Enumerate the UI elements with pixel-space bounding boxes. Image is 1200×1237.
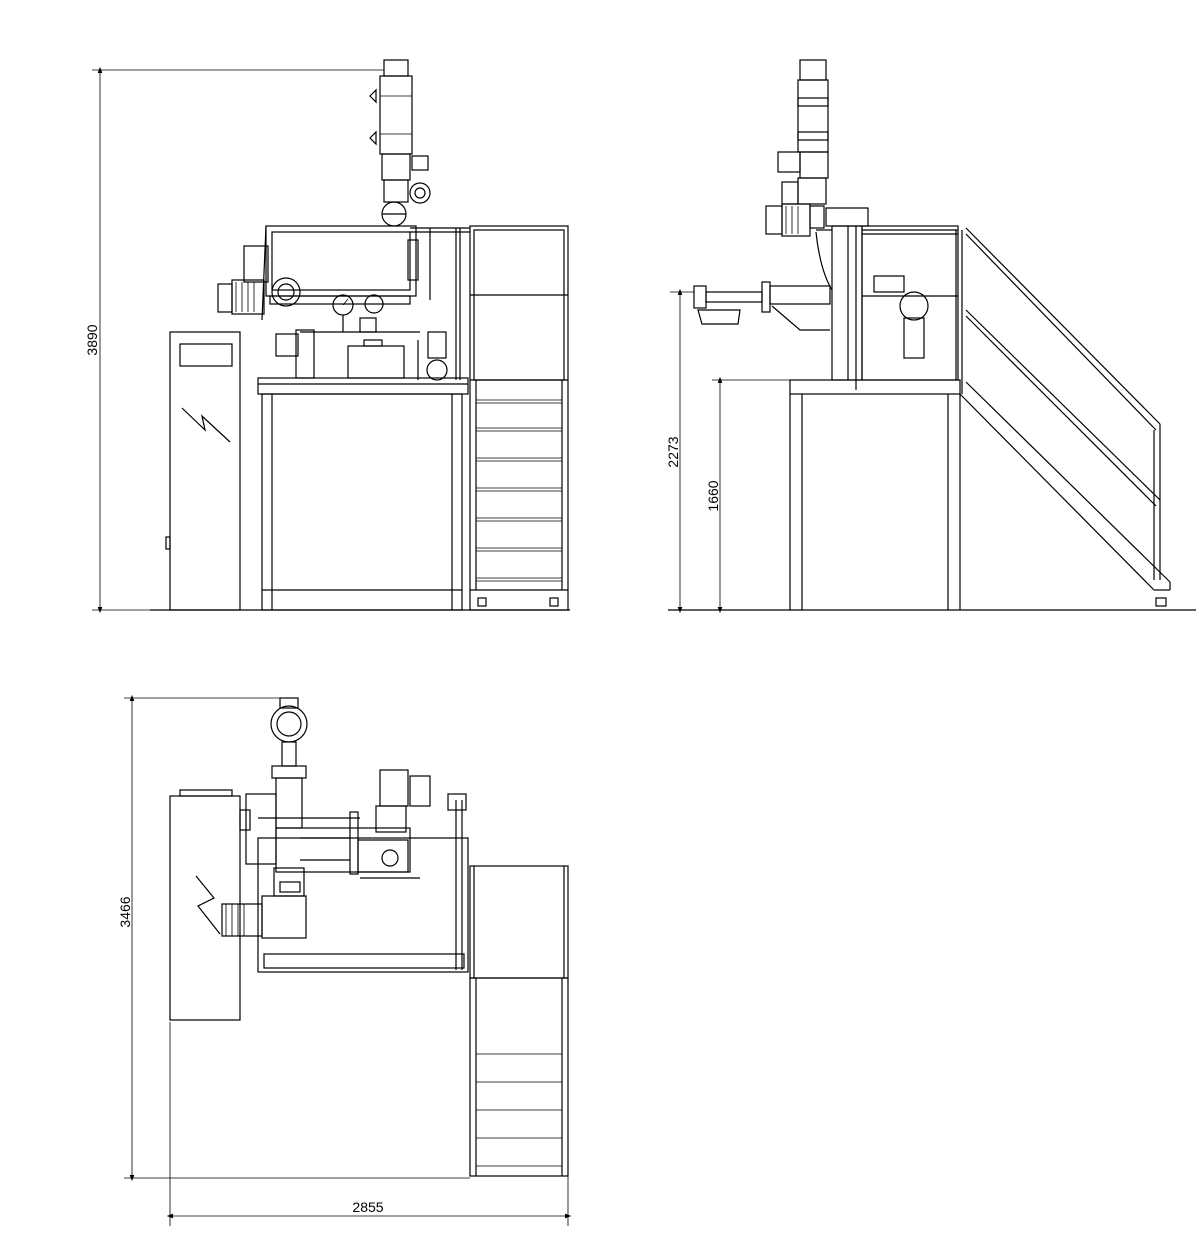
drive-motor [217, 245, 301, 315]
dimension-label-2273: 2273 [665, 436, 681, 467]
dimension-side-total: 2273 [665, 288, 694, 614]
side-upper-structure [815, 225, 959, 390]
dimension-plan-width: 2855 [166, 1022, 572, 1226]
plan-trough [275, 811, 420, 879]
plan-cabinet [169, 795, 241, 1021]
plan-staircase [469, 865, 569, 1177]
dimension-front-height: 3890 [84, 66, 384, 614]
dimension-label-2855: 2855 [352, 1199, 383, 1215]
dimension-plan-depth: 3466 [117, 694, 470, 1182]
side-staircase [862, 227, 1171, 607]
front-view: 3890 [84, 59, 570, 614]
side-view: 2273 1660 [665, 59, 1196, 614]
mixer-tank [261, 225, 419, 321]
dimension-label-1660: 1660 [705, 480, 721, 511]
side-arm-valve [693, 281, 831, 331]
plan-frame [257, 793, 469, 973]
dimension-side-platform: 1660 [705, 376, 790, 614]
dimension-label-3466: 3466 [117, 896, 133, 927]
instruments [275, 294, 448, 381]
feeder-column [369, 59, 431, 227]
dimension-label-3890: 3890 [84, 324, 100, 355]
platform-railing [410, 227, 470, 380]
machine-frame [257, 377, 469, 611]
plan-view: 3466 2855 [117, 694, 572, 1226]
plan-motors [221, 769, 431, 939]
side-base-frame [789, 379, 961, 610]
staircase-front [469, 225, 569, 611]
side-feeder-column [765, 59, 869, 237]
electrical-cabinet [165, 331, 241, 611]
